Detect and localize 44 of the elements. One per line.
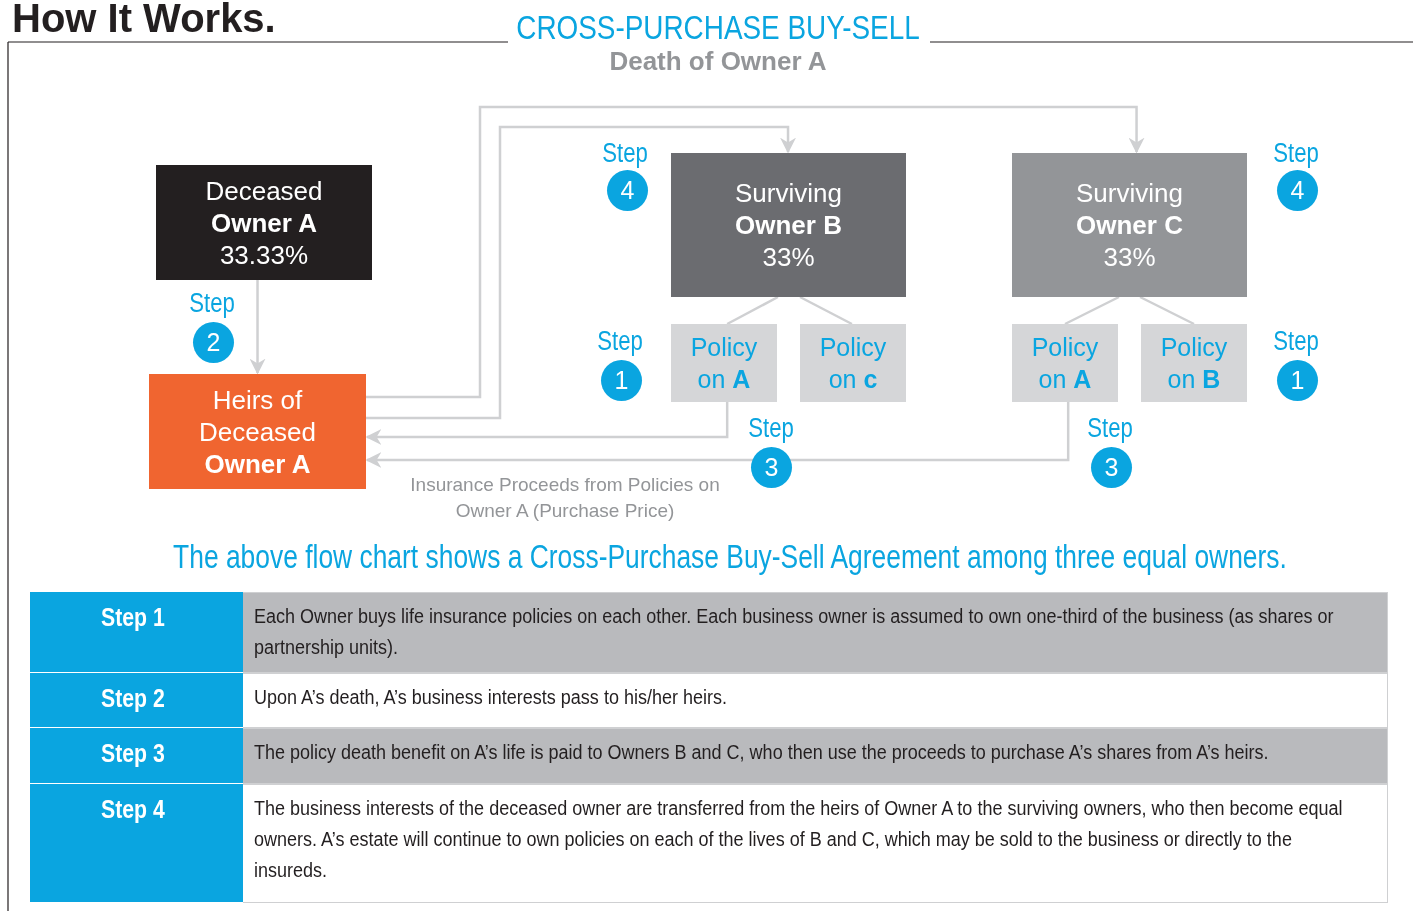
- arrow: [249, 280, 266, 375]
- arrow: [365, 402, 729, 445]
- step-number-badge: 2: [193, 322, 234, 363]
- connector-line: [1064, 295, 1120, 326]
- owner-box: Surviving Owner B 33%: [671, 153, 906, 297]
- step-label: Step: [1087, 413, 1133, 444]
- arrow: [366, 125, 797, 420]
- step-number-badge: 4: [1277, 170, 1318, 211]
- step-label: Step: [1273, 138, 1319, 169]
- step-label: Step: [597, 326, 643, 357]
- step-number-badge: 1: [1277, 360, 1318, 401]
- step-description: The business interests of the deceased owner are transferred from the heirs of Owner A to the surviving owners, who then become equal owners. A’s estate will continue to own policies on each of the lives of B and C, which may be sold to the business or directly to the insureds.: [254, 796, 1344, 883]
- edge-note: Insurance Proceeds from Policies on Owner A (Purchase Price): [409, 473, 721, 523]
- policy-box: Policy on A: [1012, 324, 1118, 402]
- policy-box: Policy on c: [800, 324, 906, 402]
- step-description: Each Owner buys life insurance policies on each other. Each business owner is assumed to own one-third of the business (as shares or partnership units).: [254, 604, 1335, 660]
- policy-box: Policy on B: [1141, 324, 1247, 402]
- step-number-badge: 4: [607, 170, 648, 211]
- step-number-badge: 3: [751, 447, 792, 488]
- arrow: [366, 105, 1145, 399]
- step-label: Step: [1273, 326, 1319, 357]
- step-number-badge: 1: [601, 360, 642, 401]
- policy-box: Policy on A: [671, 324, 777, 402]
- heirs-box: Heirs of Deceased Owner A: [149, 374, 366, 489]
- step-heading: Step 2: [101, 684, 165, 713]
- step-description: Upon A’s death, A’s business interests pass to his/her heirs.: [254, 685, 728, 710]
- connector-line: [726, 295, 779, 326]
- step-label: Step: [602, 138, 648, 169]
- step-label: Step: [189, 288, 235, 319]
- step-heading: Step 4: [101, 795, 165, 824]
- step-heading: Step 3: [101, 739, 165, 768]
- step-heading: Step 1: [101, 603, 165, 632]
- subtitle: Death of Owner A: [609, 46, 827, 77]
- page-heading: How It Works.: [12, 0, 276, 41]
- owner-box: Deceased Owner A 33.33%: [156, 165, 372, 280]
- step-label: Step: [748, 413, 794, 444]
- step-number-badge: 3: [1091, 447, 1132, 488]
- step-description: The policy death benefit on A’s life is paid to Owners B and C, who then use the proceeds to purchase A’s shares from A’s heirs.: [254, 740, 1270, 765]
- connector-line: [1139, 295, 1195, 326]
- owner-box: Surviving Owner C 33%: [1012, 153, 1247, 297]
- caption: The above flow chart shows a Cross-Purchase Buy-Sell Agreement among three equal owners.: [173, 538, 1287, 576]
- connector-line: [799, 295, 853, 326]
- arrow: [365, 402, 1070, 468]
- diagram-title: CROSS-PURCHASE BUY-SELL: [516, 8, 920, 47]
